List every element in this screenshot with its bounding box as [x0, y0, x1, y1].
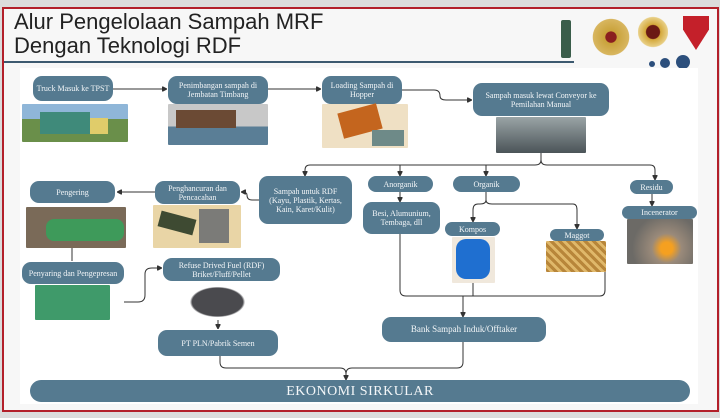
node-truck: Truck Masuk ke TPST — [33, 76, 113, 101]
node-anorganik: Anorganik — [368, 176, 433, 192]
arrow-hopper-conveyor — [402, 89, 471, 100]
node-ekonomi-sirkular: EKONOMI SIRKULAR — [30, 380, 690, 402]
node-incenerator: Incenerator — [622, 206, 697, 219]
node-penimbangan: Penimbangan sampah di Jembatan Timbang — [168, 76, 268, 104]
node-pln: PT PLN/Pabrik Semen — [158, 330, 278, 356]
node-pengering: Pengering — [30, 181, 115, 203]
garuda-logo — [592, 14, 630, 56]
press-image — [35, 285, 110, 320]
node-hopper: Loading Sampah di Hopper — [322, 76, 402, 104]
weighbridge-image — [168, 104, 268, 145]
shredder-image — [153, 205, 241, 248]
maggot-image — [546, 241, 606, 272]
ministry-logo — [561, 20, 571, 58]
node-conveyor: Sampah masuk lewat Conveyor ke Pemilahan… — [473, 83, 609, 116]
truck-image — [22, 104, 128, 142]
node-bank-sampah: Bank Sampah Induk/Offtaker — [382, 317, 546, 342]
dryer-image — [26, 207, 126, 248]
node-maggot: Maggot — [550, 229, 604, 241]
node-besi: Besi, Alumunium, Tembaga, dll — [363, 202, 440, 234]
node-penghancuran: Penghancuran dan Pencacahan — [155, 181, 240, 204]
title-line-1: Alur Pengelolaan Sampah MRF — [14, 9, 324, 34]
arrow-conveyor-split — [305, 153, 542, 175]
node-kompos: Kompos — [445, 222, 500, 236]
node-organik: Organik — [453, 176, 520, 192]
compost-bin-image — [452, 237, 495, 283]
hopper-image — [322, 103, 408, 148]
title-line-2: Dengan Teknologi RDF — [14, 33, 242, 58]
incinerator-image — [627, 219, 693, 264]
sorting-image — [496, 117, 586, 153]
title-divider — [4, 61, 574, 63]
node-penyaring: Penyaring dan Pengepresan — [22, 262, 124, 284]
dot-medium — [660, 58, 670, 68]
page-title: Alur Pengelolaan Sampah MRF Dengan Tekno… — [14, 10, 323, 58]
node-residu: Residu — [630, 180, 673, 194]
dot-large — [676, 55, 690, 69]
briquette-image — [185, 284, 250, 320]
emblem-logo — [638, 14, 668, 54]
dot-small — [649, 61, 655, 67]
node-rdf: Refuse Drived Fuel (RDF) Briket/Fluff/Pe… — [163, 258, 280, 281]
node-rdf-waste: Sampah untuk RDF (Kayu, Plastik, Kertas,… — [259, 176, 352, 224]
